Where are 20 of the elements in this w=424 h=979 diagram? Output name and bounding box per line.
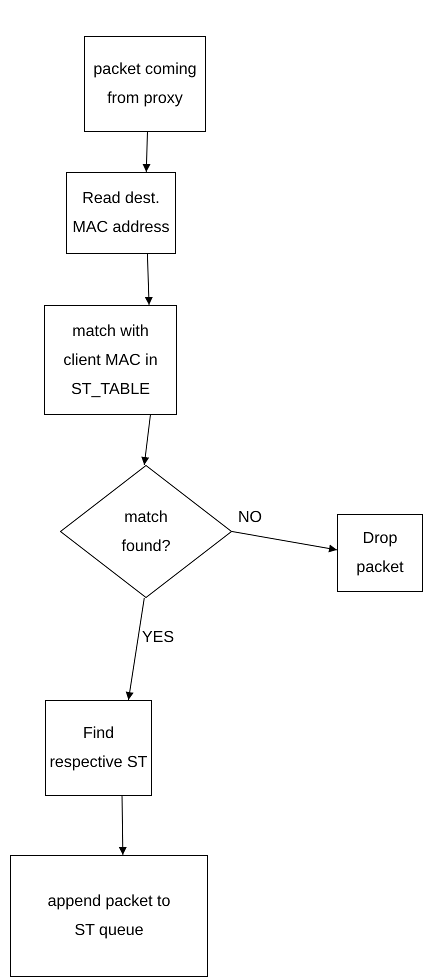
node-text: Find respective ST (48, 724, 148, 773)
process-box (337, 514, 423, 592)
node-text: match found? (120, 508, 172, 556)
node-text: Drop packet (355, 529, 405, 578)
process-box (10, 855, 208, 977)
arrow (144, 254, 153, 306)
process-box (44, 305, 177, 415)
arrow (142, 132, 151, 172)
arrow (118, 796, 127, 856)
arrow (141, 414, 151, 466)
process-box (84, 36, 206, 132)
node-text: append packet to ST queue (46, 892, 172, 941)
process-box (45, 700, 152, 796)
node-text: packet coming from proxy (92, 60, 198, 109)
node-text: Read dest. MAC address (72, 189, 170, 238)
process-box (66, 172, 176, 254)
arrow (126, 598, 145, 700)
node-text: match with client MAC in ST_TABLE (62, 322, 159, 400)
arrow (232, 531, 338, 552)
decision-diamond (60, 465, 232, 598)
